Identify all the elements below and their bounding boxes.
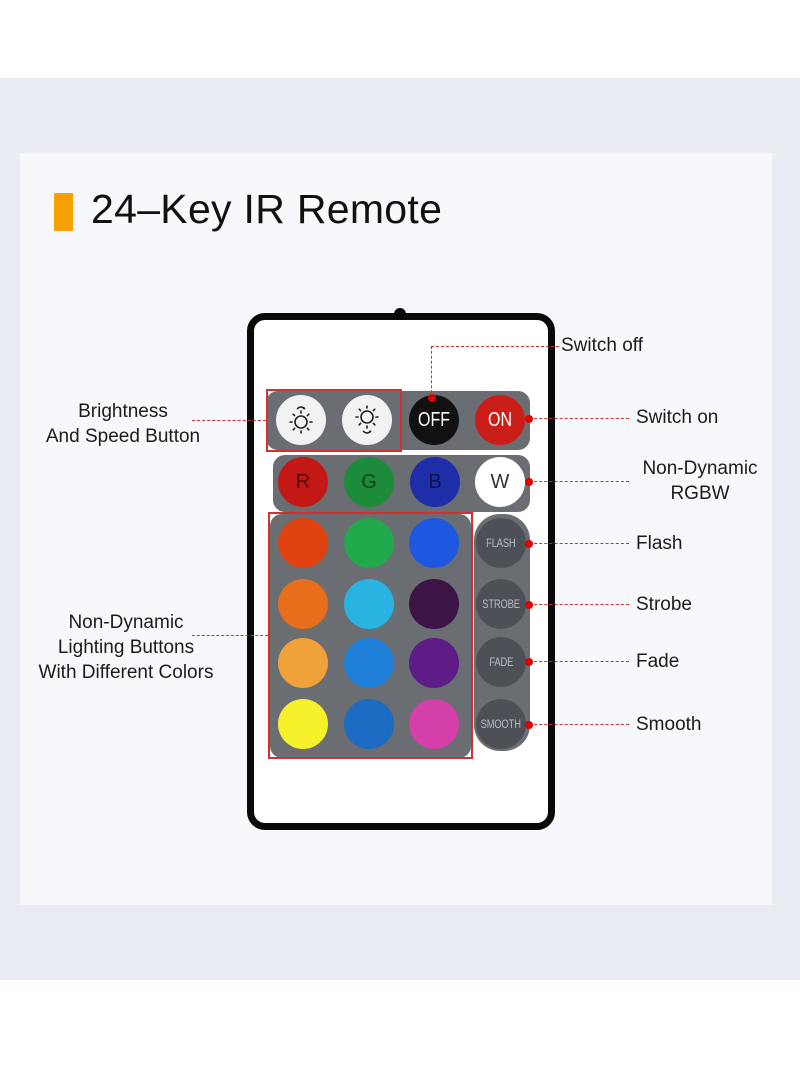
title-accent-bar: [54, 193, 73, 231]
color-button-3[interactable]: [409, 518, 459, 568]
white-button[interactable]: W: [475, 457, 525, 507]
lighting-label: Non-Dynamic Lighting Buttons With Differ…: [20, 610, 232, 685]
lighting-label-line2: Lighting Buttons: [57, 637, 195, 658]
strobe-label: Strobe: [636, 594, 692, 615]
color-button-4[interactable]: [278, 579, 328, 629]
strobe-button-label: STROBE: [482, 597, 520, 611]
page-title: 24–Key IR Remote: [91, 186, 443, 232]
brightness-down-button[interactable]: [342, 395, 392, 445]
rgbw-label: Non-Dynamic RGBW: [630, 456, 770, 506]
green-button[interactable]: G: [344, 457, 394, 507]
blue-button-label: B: [428, 470, 442, 493]
color-button-7[interactable]: [278, 638, 328, 688]
fade-button[interactable]: FADE: [476, 637, 526, 687]
smooth-leader: [529, 724, 629, 725]
flash-dot: [525, 540, 533, 548]
green-button-label: G: [361, 470, 377, 493]
smooth-button-label: SMOOTH: [480, 717, 522, 731]
fade-label: Fade: [636, 651, 680, 672]
brightness-label-line1: Brightness: [78, 401, 168, 422]
brightness-leader: [192, 420, 266, 421]
lighting-label-line1: Non-Dynamic: [68, 612, 184, 633]
strobe-button[interactable]: STROBE: [476, 579, 526, 629]
off-button[interactable]: OFF: [409, 395, 459, 445]
red-button-label: R: [295, 470, 311, 493]
sun-brightness-down-icon: [355, 405, 379, 434]
on-button-label: ON: [488, 408, 512, 431]
smooth-dot: [525, 721, 533, 729]
color-button-1[interactable]: [278, 518, 328, 568]
lighting-label-line3: With Different Colors: [38, 662, 214, 683]
color-button-2[interactable]: [344, 518, 394, 568]
rgbw-dot: [525, 478, 533, 486]
color-button-10[interactable]: [278, 699, 328, 749]
off-button-label: OFF: [418, 408, 450, 431]
flash-label: Flash: [636, 533, 683, 554]
flash-leader: [529, 543, 629, 544]
strobe-leader: [529, 604, 629, 605]
sun-brightness-up-icon: [289, 406, 313, 434]
rgbw-label-line2: RGBW: [670, 483, 730, 504]
switch-off-leader-h: [431, 346, 559, 347]
fade-dot: [525, 658, 533, 666]
red-button[interactable]: R: [278, 457, 328, 507]
switch-on-label: Switch on: [636, 407, 719, 428]
strobe-dot: [525, 601, 533, 609]
rgbw-leader: [529, 481, 629, 482]
fade-button-label: FADE: [489, 655, 513, 669]
color-grid-highlight-box: [268, 512, 473, 759]
switch-on-dot: [525, 415, 533, 423]
brightness-label-line2: And Speed Button: [45, 426, 201, 447]
switch-off-dot: [428, 394, 436, 402]
color-button-11[interactable]: [344, 699, 394, 749]
smooth-button[interactable]: SMOOTH: [476, 699, 526, 749]
color-button-8[interactable]: [344, 638, 394, 688]
color-button-9[interactable]: [409, 638, 459, 688]
on-button[interactable]: ON: [475, 395, 525, 445]
remote-ir-emitter: [394, 308, 406, 314]
brightness-label: Brightness And Speed Button: [20, 399, 226, 449]
brightness-highlight-box: [266, 389, 402, 452]
switch-on-leader: [529, 418, 629, 419]
white-button-label: W: [490, 470, 510, 493]
color-button-5[interactable]: [344, 579, 394, 629]
lighting-leader: [192, 635, 268, 636]
color-button-6[interactable]: [409, 579, 459, 629]
flash-button-label: FLASH: [486, 536, 516, 550]
switch-off-leader-v: [431, 346, 432, 398]
flash-button[interactable]: FLASH: [476, 518, 526, 568]
smooth-label: Smooth: [636, 714, 702, 735]
switch-off-label: Switch off: [561, 335, 644, 356]
rgbw-label-line1: Non-Dynamic: [642, 458, 758, 479]
fade-leader: [529, 661, 629, 662]
blue-button[interactable]: B: [410, 457, 460, 507]
color-button-12[interactable]: [409, 699, 459, 749]
brightness-up-button[interactable]: [276, 395, 326, 445]
